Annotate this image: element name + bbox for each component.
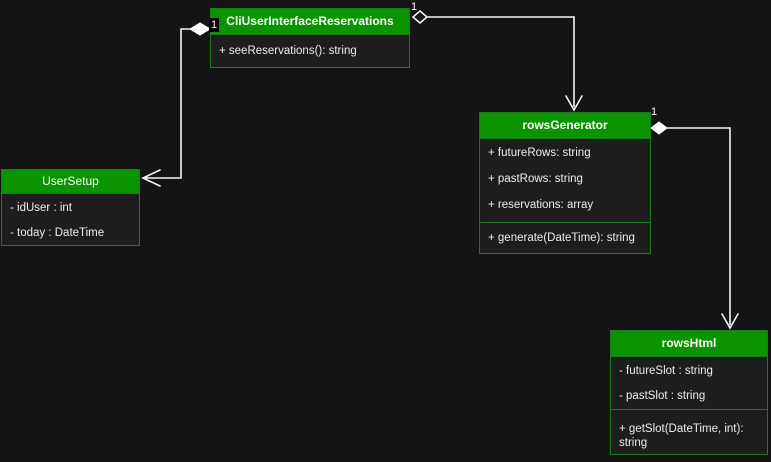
attributes-compartment: - idUser : int - today : DateTime xyxy=(2,194,139,246)
class-title: rowsHtml xyxy=(611,331,767,357)
attribute-row: - pastSlot : string xyxy=(619,390,706,402)
edge-line[interactable] xyxy=(427,16,575,107)
method-row: + getSlot(DateTime, int): string xyxy=(619,423,744,449)
class-rowsgenerator[interactable]: rowsGenerator + futureRows: string + pas… xyxy=(479,112,651,254)
multiplicity-label-cli-rowsgenerator: 1 xyxy=(411,1,418,13)
methods-compartment: + generate(DateTime): string xyxy=(480,222,650,254)
class-cliuserinterfacereservations[interactable]: CliUserInterfaceReservations + seeReserv… xyxy=(210,8,410,68)
methods-compartment: + seeReservations(): string xyxy=(211,35,409,67)
edge-line[interactable] xyxy=(145,28,191,179)
class-title: CliUserInterfaceReservations xyxy=(211,9,409,35)
attribute-row: + reservations: array xyxy=(488,199,594,211)
class-title: UserSetup xyxy=(2,170,139,194)
multiplicity-label-cli-usersetup: 1 xyxy=(209,18,220,32)
filled-diamond-icon xyxy=(650,121,668,135)
edge-line[interactable] xyxy=(667,127,731,325)
attribute-row: - futureSlot : string xyxy=(619,365,713,377)
open-arrowhead-icon xyxy=(721,313,739,330)
class-title: rowsGenerator xyxy=(480,113,650,139)
hollow-diamond-icon xyxy=(411,9,429,25)
edge-cli-to-rowsgenerator[interactable] xyxy=(411,9,583,112)
attributes-compartment: - futureSlot : string - pastSlot : strin… xyxy=(611,357,767,409)
attribute-row: - idUser : int xyxy=(10,202,72,214)
class-rowshtml[interactable]: rowsHtml - futureSlot : string - pastSlo… xyxy=(610,330,768,455)
methods-compartment: + getSlot(DateTime, int): string xyxy=(611,409,767,450)
attribute-row: - today : DateTime xyxy=(10,227,105,239)
filled-diamond-icon xyxy=(189,22,211,36)
method-row: + seeReservations(): string xyxy=(219,45,357,57)
edge-rowsgenerator-to-rowshtml[interactable] xyxy=(650,121,739,330)
attributes-compartment: + futureRows: string + pastRows: string … xyxy=(480,139,650,222)
class-usersetup[interactable]: UserSetup - idUser : int - today : DateT… xyxy=(1,169,140,246)
attribute-row: + futureRows: string xyxy=(488,147,591,159)
method-row: + generate(DateTime): string xyxy=(488,232,635,244)
multiplicity-label-rowsgenerator-rowshtml: 1 xyxy=(651,106,658,118)
open-arrowhead-icon xyxy=(565,95,583,112)
edge-cli-to-usersetup[interactable] xyxy=(141,22,211,187)
attribute-row: + pastRows: string xyxy=(488,173,583,185)
open-arrowhead-icon xyxy=(141,169,161,187)
